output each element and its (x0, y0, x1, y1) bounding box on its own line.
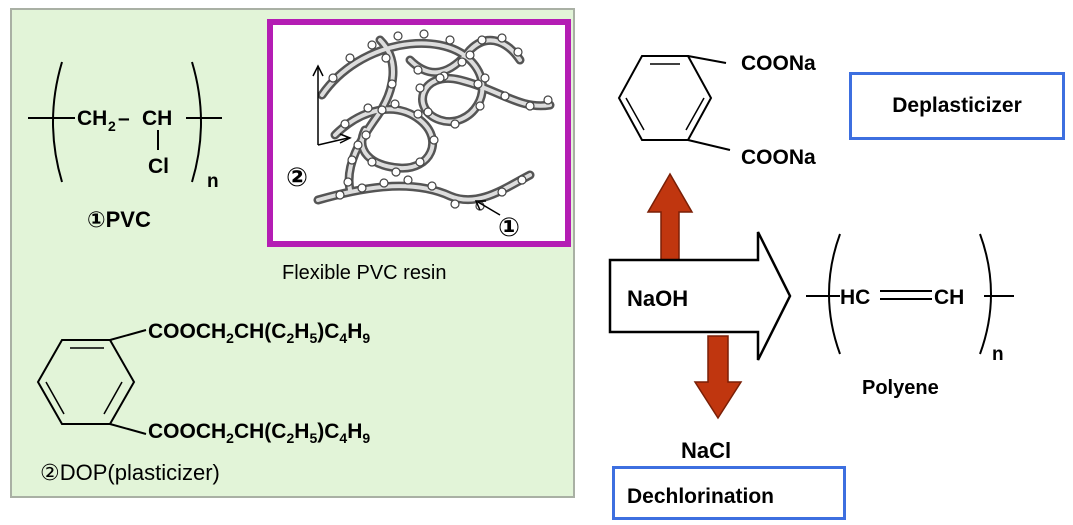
polyene-label: Polyene (862, 377, 939, 399)
deplasticizer-label: Deplasticizer (892, 94, 1022, 117)
pvc-n: n (207, 171, 219, 192)
resin-marker-dop: ② (286, 162, 308, 192)
dop-label: ②DOP(plasticizer) (40, 460, 220, 485)
dop-top-chain: COOCH2CH(C2H5)C4H9 (148, 320, 370, 346)
polyene-formula: HC CH n Polyene (806, 233, 1014, 399)
pvc-dash: – (118, 107, 130, 130)
polyene-hc: HC (840, 286, 870, 309)
pvc-ch: CH (142, 107, 172, 130)
phthalate-top-group: COONa (741, 52, 816, 75)
naoh-arrow: NaOH (608, 231, 792, 361)
dop-bottom-chain: COOCH2CH(C2H5)C4H9 (148, 420, 370, 446)
reaction-diagram: CH 2 – CH Cl n ①PVC (28, 19, 1014, 485)
phthalate-bottom-group: COONa (741, 146, 816, 169)
nacl-label: NaCl (681, 438, 731, 463)
pvc-formula: CH 2 – CH Cl n ①PVC (28, 61, 222, 232)
pvc-cl: Cl (148, 155, 169, 178)
pvc-label: ①PVC (87, 207, 151, 232)
polyene-n: n (992, 344, 1004, 365)
resin-marker-pvc: ① (498, 212, 520, 242)
resin-illustration: ② ① Flexible PVC resin (267, 19, 571, 284)
dechlorination-arrow (693, 335, 743, 420)
pvc-ch2-sub: 2 (108, 118, 116, 134)
phthalate-formula: COONa COONa (617, 52, 816, 169)
deplasticizer-box: Deplasticizer (849, 72, 1065, 140)
resin-caption: Flexible PVC resin (282, 262, 447, 284)
deplasticizer-arrow (646, 172, 694, 263)
dechlorination-label: Dechlorination (627, 485, 775, 508)
polyene-ch: CH (934, 286, 964, 309)
naoh-label: NaOH (627, 286, 688, 311)
pvc-ch2: CH (77, 107, 107, 130)
dop-formula: COOCH2CH(C2H5)C4H9 COOCH2CH(C2H5)C4H9 ②D… (36, 320, 370, 485)
